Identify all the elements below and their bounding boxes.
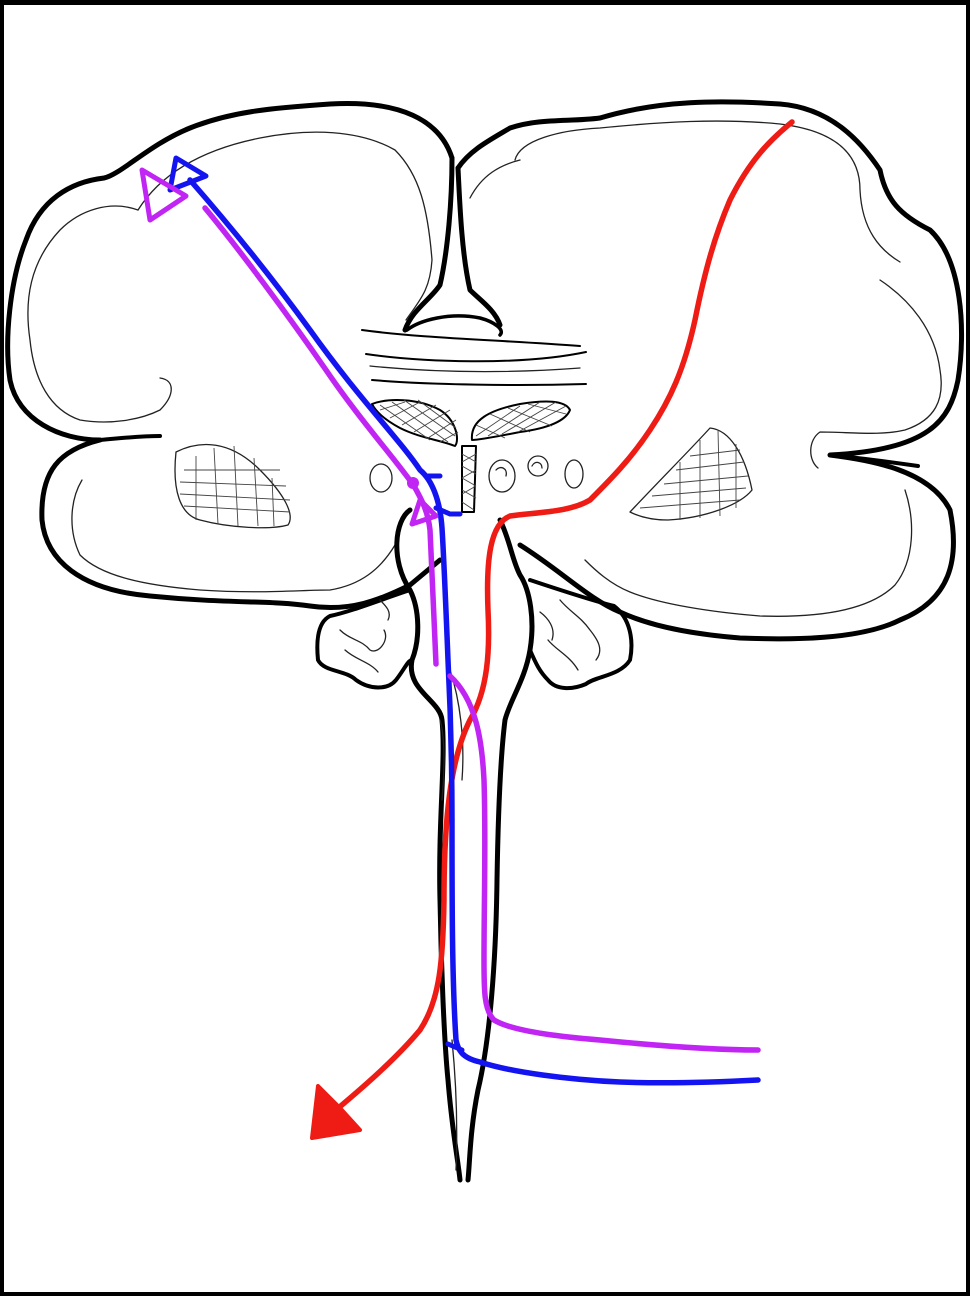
purple-relay-node: [407, 477, 419, 489]
